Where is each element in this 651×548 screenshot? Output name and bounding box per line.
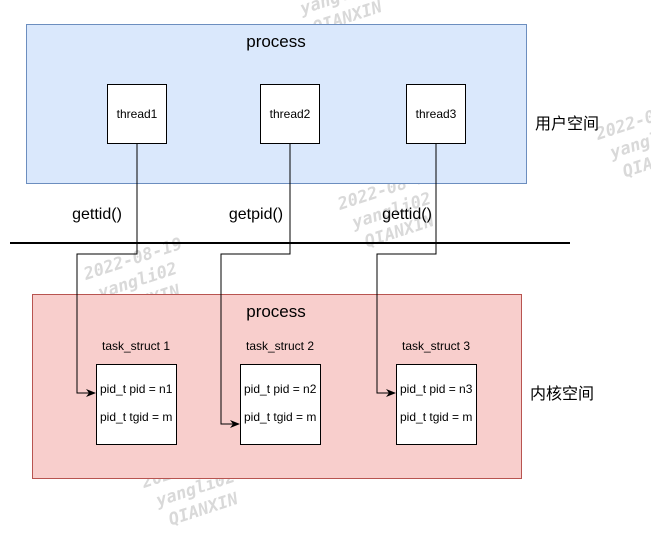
syscall-label-3: gettid()	[382, 206, 432, 223]
syscall-label-1: gettid()	[72, 206, 122, 223]
task-struct-2-tgid: pid_t tgid = m	[244, 410, 316, 424]
user-space-label: 用户空间	[535, 114, 599, 133]
watermark: 2022-08-19 yangli02 QIANXIN	[592, 94, 651, 182]
task-struct-2-title: task_struct 2	[246, 339, 314, 353]
syscall-label-2: getpid()	[229, 206, 283, 223]
thread3-box	[406, 84, 466, 144]
task-struct-3-pid: pid_t pid = n3	[400, 382, 473, 396]
task-struct-1-pid: pid_t pid = n1	[100, 382, 173, 396]
thread2-label: thread2	[270, 107, 311, 121]
user-process-title: process	[246, 32, 306, 51]
kernel-process-title: process	[246, 302, 306, 321]
thread2-box	[260, 84, 320, 144]
task-struct-2-pid: pid_t pid = n2	[244, 382, 317, 396]
task-struct-1-box	[96, 364, 177, 445]
task-struct-1-tgid: pid_t tgid = m	[100, 410, 172, 424]
thread3-to-task3-arrow	[376, 144, 437, 397]
task-struct-3-tgid: pid_t tgid = m	[400, 410, 472, 424]
task-struct-3-title: task_struct 3	[402, 339, 470, 353]
task-struct-3-box	[396, 364, 477, 445]
thread3-label: thread3	[416, 107, 457, 121]
thread1-box	[107, 84, 167, 144]
thread1-to-task1-arrow	[76, 144, 138, 397]
kernel-space-label: 内核空间	[530, 384, 594, 403]
thread2-to-task2-arrow	[220, 144, 291, 428]
thread1-label: thread1	[117, 107, 158, 121]
task-struct-2-box	[240, 364, 321, 445]
task-struct-1-title: task_struct 1	[102, 339, 170, 353]
